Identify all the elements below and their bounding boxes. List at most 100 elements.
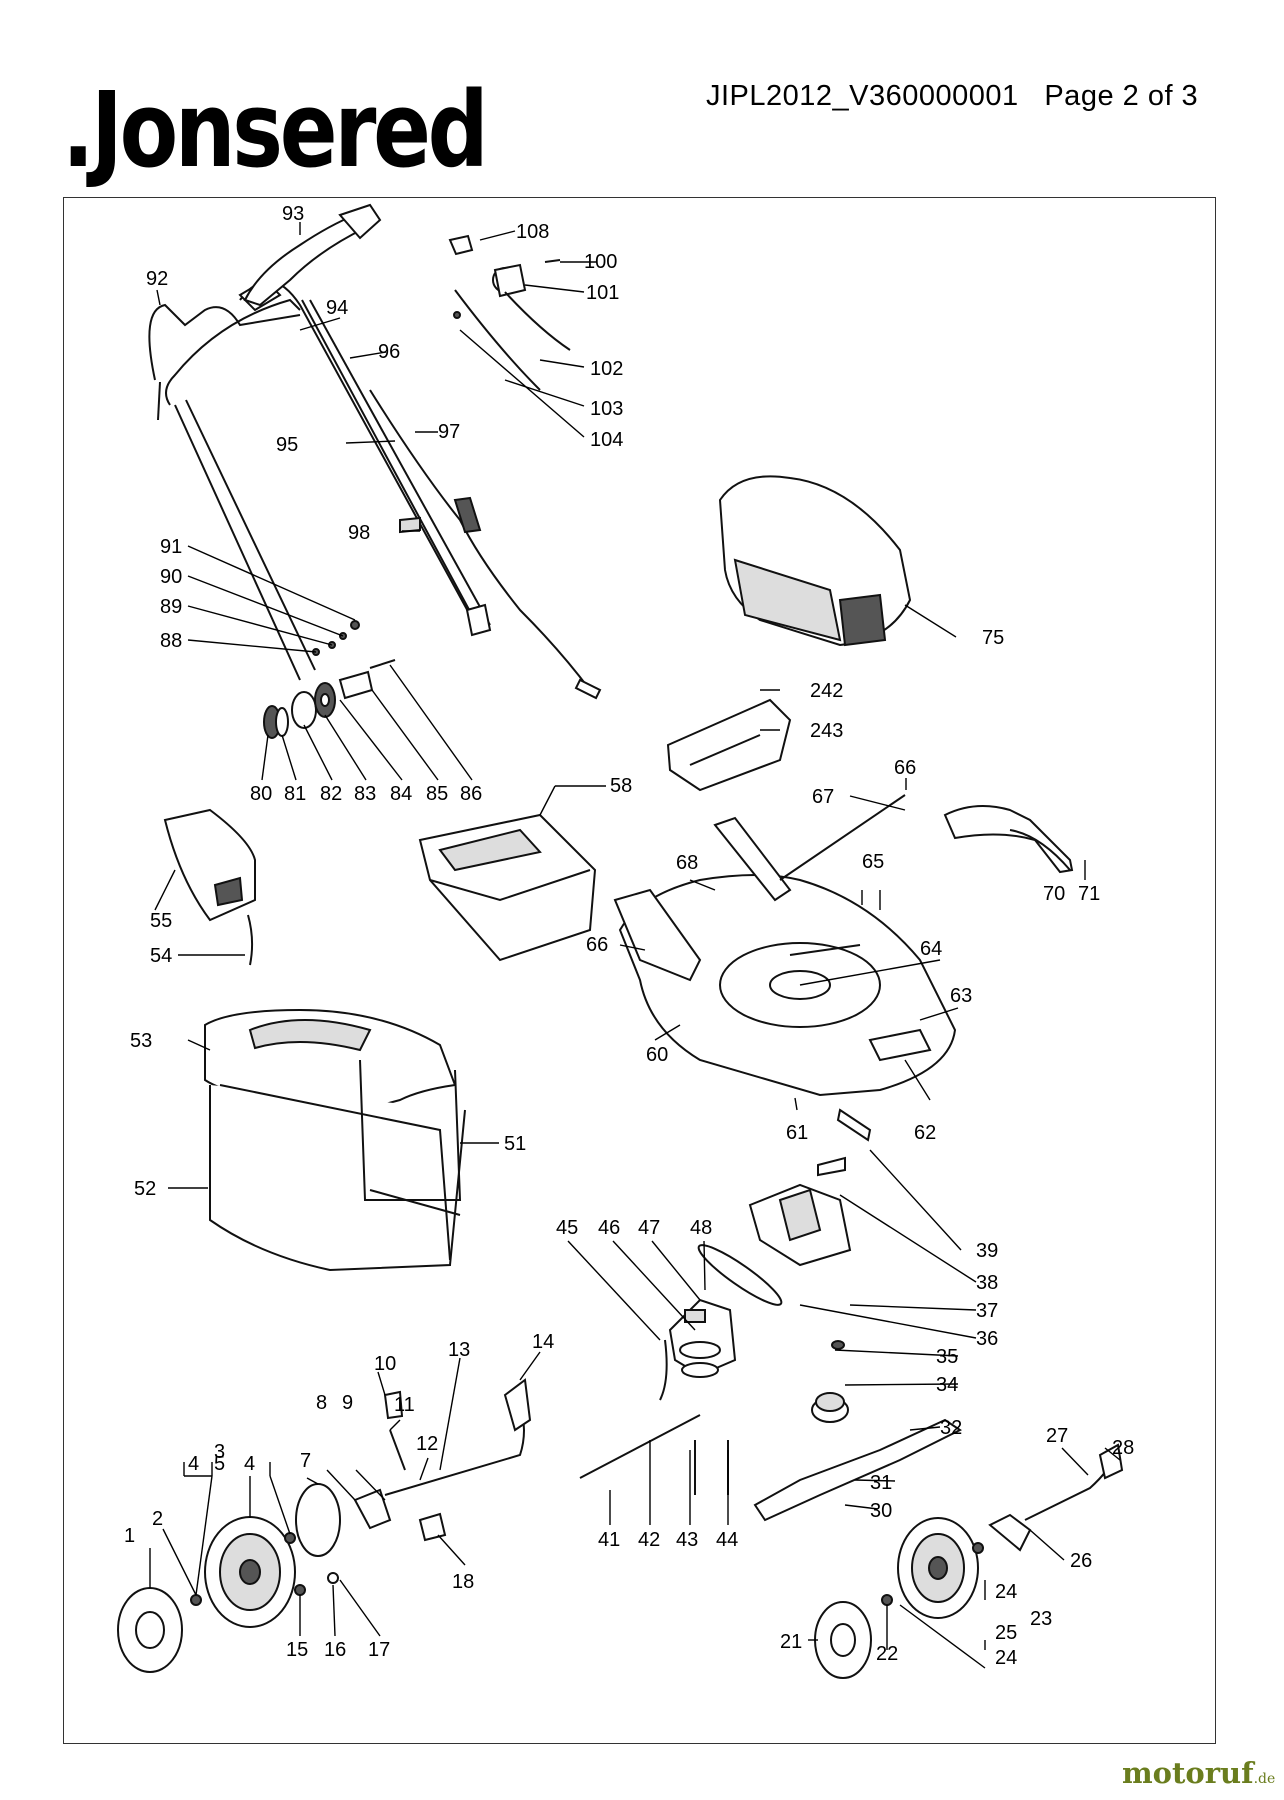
part-label: 4 bbox=[188, 1453, 199, 1475]
page-indicator: Page 2 of 3 bbox=[1044, 80, 1199, 112]
part-label: 64 bbox=[920, 938, 942, 960]
part-label: 93 bbox=[282, 203, 304, 225]
part-label: 66 bbox=[586, 934, 608, 956]
part-label: 103 bbox=[590, 398, 623, 420]
part-label: 61 bbox=[786, 1122, 808, 1144]
part-label: 67 bbox=[812, 786, 834, 808]
part-label: 89 bbox=[160, 596, 182, 618]
part-label: 96 bbox=[378, 341, 400, 363]
part-label: 41 bbox=[598, 1529, 620, 1551]
rear-flap-part bbox=[163, 808, 256, 966]
part-label: 31 bbox=[870, 1472, 892, 1494]
part-label: 52 bbox=[134, 1178, 156, 1200]
mower-deck-part bbox=[613, 816, 957, 1097]
part-label: 21 bbox=[780, 1631, 802, 1653]
leader-lines bbox=[149, 222, 1121, 1669]
part-label: 71 bbox=[1078, 883, 1100, 905]
part-label: 26 bbox=[1070, 1550, 1092, 1572]
part-label: 38 bbox=[976, 1272, 998, 1294]
part-label: 94 bbox=[326, 297, 348, 319]
part-label: 68 bbox=[676, 852, 698, 874]
part-label: 55 bbox=[150, 910, 172, 932]
engine-part bbox=[718, 475, 912, 647]
part-label: 54 bbox=[150, 945, 172, 967]
part-label: 81 bbox=[284, 783, 306, 805]
drive-assembly-parts bbox=[579, 1108, 872, 1495]
part-label: 92 bbox=[146, 268, 168, 290]
part-label: 13 bbox=[448, 1339, 470, 1361]
part-labels: 93 92 94 96 108 100 101 102 103 104 97 9… bbox=[124, 203, 1134, 1669]
rear-wheel-parts bbox=[814, 1443, 1124, 1679]
part-label: 42 bbox=[638, 1529, 660, 1551]
watermark-text: motoruf bbox=[1122, 1756, 1254, 1790]
part-label: 101 bbox=[586, 282, 619, 304]
part-label: 60 bbox=[646, 1044, 668, 1066]
grass-catcher-part bbox=[204, 1008, 466, 1272]
side-discharge-cover-part bbox=[666, 698, 792, 792]
part-label: 35 bbox=[936, 1346, 958, 1368]
grip-part-93 bbox=[243, 203, 382, 307]
part-label: 98 bbox=[348, 522, 370, 544]
part-label: 86 bbox=[460, 783, 482, 805]
rear-axle-handle-part bbox=[779, 794, 1074, 881]
part-label: 17 bbox=[368, 1639, 390, 1661]
part-label: 14 bbox=[532, 1331, 554, 1353]
part-label: 75 bbox=[982, 627, 1004, 649]
part-label: 102 bbox=[590, 358, 623, 380]
part-label: 62 bbox=[914, 1122, 936, 1144]
front-wheel-parts bbox=[117, 1378, 532, 1673]
part-label: 108 bbox=[516, 221, 549, 243]
part-label: 53 bbox=[130, 1030, 152, 1052]
part-label: 8 bbox=[316, 1392, 327, 1414]
diagram-frame bbox=[63, 197, 1216, 1744]
part-label: 11 bbox=[394, 1394, 415, 1416]
part-label: 9 bbox=[342, 1392, 353, 1414]
handle-knob-parts bbox=[263, 516, 492, 739]
blade-part bbox=[753, 1340, 962, 1522]
throttle-parts bbox=[448, 234, 571, 391]
part-label: 16 bbox=[324, 1639, 346, 1661]
part-label: 23 bbox=[1030, 1608, 1052, 1630]
part-label: 48 bbox=[690, 1217, 712, 1239]
part-label: 95 bbox=[276, 434, 298, 456]
part-label: 43 bbox=[676, 1529, 698, 1551]
part-label: 12 bbox=[416, 1433, 438, 1455]
part-label: 36 bbox=[976, 1328, 998, 1350]
part-label: 90 bbox=[160, 566, 182, 588]
document-id: JIPL2012_V360000001 bbox=[706, 80, 1019, 112]
part-label: 37 bbox=[976, 1300, 998, 1322]
part-label: 84 bbox=[390, 783, 412, 805]
part-label: 242 bbox=[810, 680, 843, 702]
part-label: 51 bbox=[504, 1133, 526, 1155]
part-label: 66 bbox=[894, 757, 916, 779]
part-label: 32 bbox=[940, 1417, 962, 1439]
part-label: 97 bbox=[438, 421, 460, 443]
part-label: 10 bbox=[374, 1353, 396, 1375]
part-label: 27 bbox=[1046, 1425, 1068, 1447]
part-label: 82 bbox=[320, 783, 342, 805]
part-label: 85 bbox=[426, 783, 448, 805]
brand-logo: .Jonsered bbox=[62, 69, 489, 191]
part-label: 18 bbox=[452, 1571, 474, 1593]
watermark-suffix: .de bbox=[1253, 1771, 1276, 1787]
part-label: 80 bbox=[250, 783, 272, 805]
upper-handle-part bbox=[148, 278, 491, 681]
part-label: 22 bbox=[876, 1643, 898, 1665]
part-label: 39 bbox=[976, 1240, 998, 1262]
part-label: 44 bbox=[716, 1529, 738, 1551]
part-label: 1 bbox=[124, 1525, 135, 1547]
part-label: 28 bbox=[1112, 1437, 1134, 1459]
cable-part-97 bbox=[369, 389, 602, 700]
part-label: 25 bbox=[995, 1622, 1017, 1644]
part-label: 91 bbox=[160, 536, 182, 558]
part-label: 24 bbox=[995, 1581, 1017, 1603]
part-label: 34 bbox=[936, 1374, 958, 1396]
part-label: 2 bbox=[152, 1508, 163, 1530]
part-label: 3 bbox=[214, 1441, 225, 1463]
part-label: 7 bbox=[300, 1450, 311, 1472]
part-label: 65 bbox=[862, 851, 884, 873]
part-label: 88 bbox=[160, 630, 182, 652]
part-label: 243 bbox=[810, 720, 843, 742]
part-label: 83 bbox=[354, 783, 376, 805]
